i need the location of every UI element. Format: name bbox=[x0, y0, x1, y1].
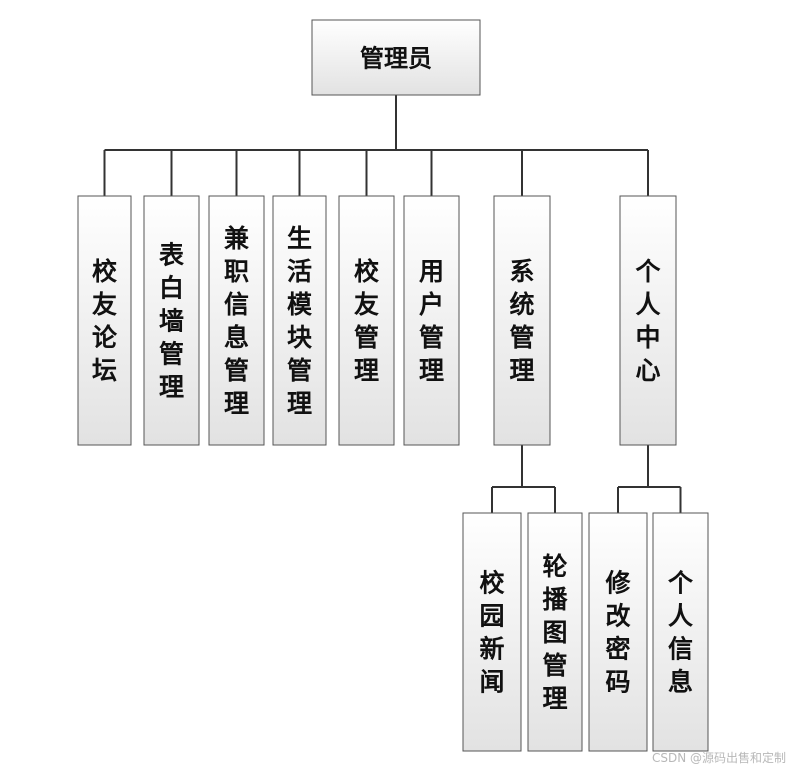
node-change-password-label: 修改密码 bbox=[604, 569, 631, 697]
node-system-management-box bbox=[493, 195, 551, 446]
connector-lines bbox=[103, 95, 682, 513]
node-personal-center-box bbox=[619, 195, 677, 446]
node-system-management: 系统管理 bbox=[493, 195, 551, 446]
node-personal-info-box bbox=[652, 512, 709, 752]
node-admin-box bbox=[311, 19, 481, 96]
node-campus-news-label: 校园新闻 bbox=[479, 569, 505, 697]
node-admin-label: 管理员 bbox=[360, 45, 432, 73]
node-admin: 管理员 bbox=[311, 19, 481, 96]
node-part-time-info-management-label: 兼职信息管理 bbox=[224, 224, 249, 418]
node-part-time-info-management: 兼职信息管理 bbox=[208, 195, 265, 446]
node-alumni-forum: 校友论坛 bbox=[77, 195, 132, 446]
node-user-management-box bbox=[403, 195, 460, 446]
node-alumni-management-box bbox=[338, 195, 395, 446]
node-alumni-management-label: 校友管理 bbox=[354, 257, 380, 385]
node-confession-wall-management-box bbox=[143, 195, 200, 446]
node-alumni-forum-label: 校友论坛 bbox=[92, 257, 118, 385]
node-personal-info: 个人信息 bbox=[652, 512, 709, 752]
node-system-management-label: 系统管理 bbox=[509, 257, 534, 385]
node-alumni-management: 校友管理 bbox=[338, 195, 395, 446]
node-campus-news-box bbox=[462, 512, 522, 752]
node-life-module-management-label: 生活模块管理 bbox=[287, 224, 313, 418]
node-user-management: 用户管理 bbox=[403, 195, 460, 446]
node-carousel-management: 轮播图管理 bbox=[527, 512, 583, 752]
node-part-time-info-management-box bbox=[208, 195, 265, 446]
node-carousel-management-box bbox=[527, 512, 583, 752]
node-life-module-management: 生活模块管理 bbox=[272, 195, 327, 446]
node-campus-news: 校园新闻 bbox=[462, 512, 522, 752]
node-change-password-box bbox=[588, 512, 648, 752]
node-life-module-management-box bbox=[272, 195, 327, 446]
node-personal-center: 个人中心 bbox=[619, 195, 677, 446]
node-personal-center-label: 个人中心 bbox=[635, 257, 661, 385]
node-confession-wall-management: 表白墙管理 bbox=[143, 195, 200, 446]
node-personal-info-label: 个人信息 bbox=[668, 569, 694, 697]
node-confession-wall-management-label: 表白墙管理 bbox=[159, 241, 185, 402]
node-user-management-label: 用户管理 bbox=[419, 257, 444, 385]
node-alumni-forum-box bbox=[77, 195, 132, 446]
watermark: CSDN @源码出售和定制 bbox=[651, 751, 786, 765]
node-carousel-management-label: 轮播图管理 bbox=[542, 552, 568, 713]
node-change-password: 修改密码 bbox=[588, 512, 648, 752]
